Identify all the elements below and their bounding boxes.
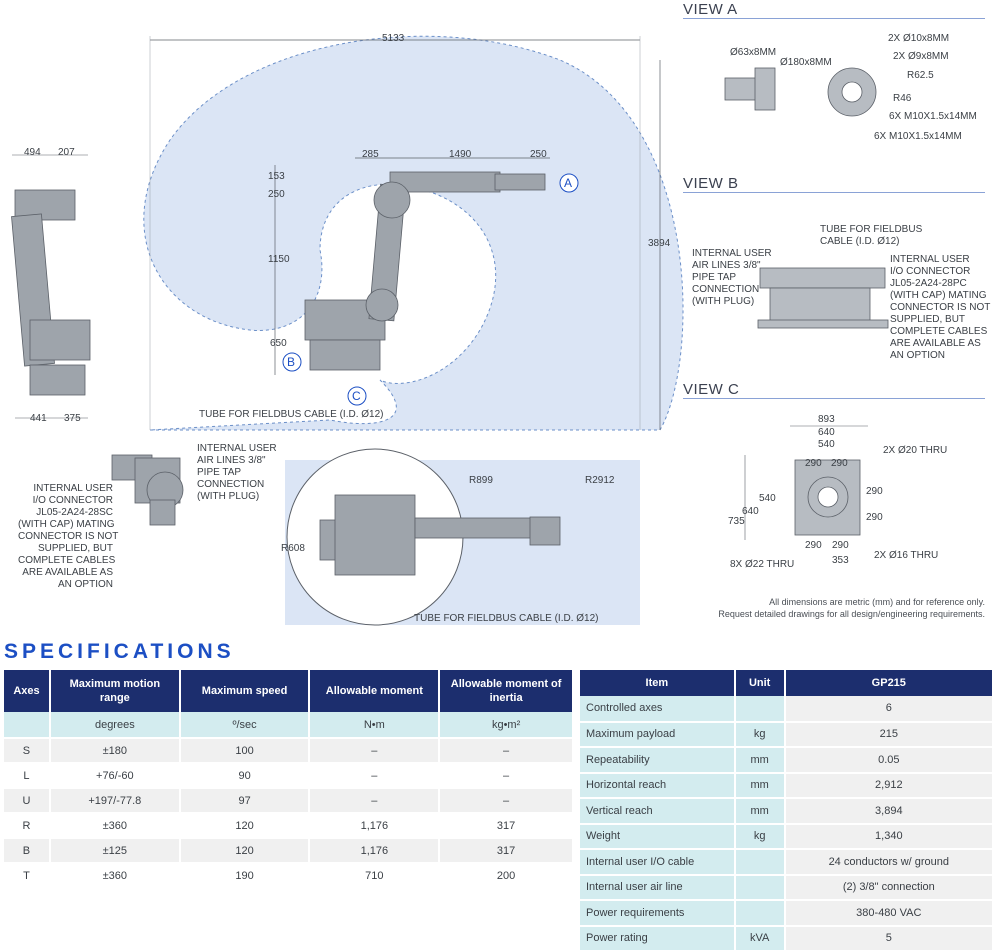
table-row: Power requirements 380-480 VAC [580, 900, 995, 927]
top-view-dim: R899 [469, 475, 493, 486]
top-view-dim: R608 [281, 543, 305, 554]
marker-a: A [564, 176, 573, 190]
robot-top [319, 494, 561, 576]
view-c-dim: 540 [818, 439, 835, 450]
view-c-dim: 735 [728, 516, 745, 527]
main-tube-label: TUBE FOR FIELDBUS CABLE (I.D. Ø12) [199, 409, 384, 420]
main-view-dim: 285 [362, 149, 379, 160]
side-view-dim: 375 [64, 413, 81, 424]
view-c-drawing [794, 459, 861, 536]
view-b-rule [683, 192, 985, 193]
table-row: Horizontal reach mm 2,912 [580, 772, 995, 799]
view-a-rule [683, 18, 985, 19]
table-row: Internal user air line (2) 3/8" connecti… [580, 874, 995, 901]
view-a-label: Ø180x8MM [780, 57, 832, 68]
table-row: Vertical reach mm 3,894 [580, 798, 995, 825]
view-c-dim: 353 [832, 555, 849, 566]
side-view-dim: 207 [58, 147, 75, 158]
table-row: L +76/-60 90 – – [4, 763, 574, 789]
view-a-label: 6X M10X1.5x14MM [889, 111, 977, 122]
unit-header: Unit [734, 670, 786, 696]
view-c-dim: 290 [831, 458, 848, 469]
view-c-dim: 8X Ø22 THRU [730, 559, 795, 570]
table-row: T ±360 190 710 200 [4, 863, 574, 889]
robot-side-main [304, 171, 546, 371]
marker-b: B [287, 355, 296, 369]
model-header: GP215 [784, 670, 995, 696]
item-table: Item Unit GP215 Controlled axes 6 Maximu… [580, 670, 995, 952]
footnote-line-1: All dimensions are metric (mm) and for r… [769, 597, 985, 607]
detail-io-label: INTERNAL USER I/O CONNECTOR JL05-2A24-28… [18, 483, 119, 590]
table-row: Maximum payload kg 215 [580, 721, 995, 748]
view-c-dim: 2X Ø20 THRU [883, 445, 948, 456]
view-a-label: 6X M10X1.5x14MM [874, 131, 962, 142]
view-c-dim: 2X Ø16 THRU [874, 550, 939, 561]
main-view-dim: 5133 [382, 33, 405, 44]
detail-air-label: INTERNAL USER AIR LINES 3/8" PIPE TAP CO… [197, 443, 277, 502]
side-view-dim: 494 [24, 147, 41, 158]
view-c-dim: 540 [759, 493, 776, 504]
view-c-dim: 290 [805, 458, 822, 469]
view-c-dim: 290 [866, 486, 883, 497]
main-view-dim: 1150 [268, 254, 290, 265]
table-row: U +197/-77.8 97 – – [4, 788, 574, 814]
view-a-title: VIEW A [683, 1, 738, 18]
axes-table: Axes Maximum motion range Maximum speed … [4, 670, 574, 889]
table-row: B ±125 120 1,176 317 [4, 838, 574, 864]
view-b-tube-label: TUBE FOR FIELDBUS CABLE (I.D. Ø12) [820, 224, 923, 247]
inertia-header: Allowable moment of inertia [439, 670, 574, 712]
view-b-air-label: INTERNAL USER AIR LINES 3/8" PIPE TAP CO… [692, 248, 772, 307]
side-view-dim: 441 [30, 413, 47, 424]
view-c-dim: 290 [866, 512, 883, 523]
main-view-dim: 250 [268, 189, 285, 200]
main-view-dim: 153 [268, 171, 285, 182]
main-view-dim: 650 [270, 338, 287, 349]
view-c-dim: 290 [832, 540, 849, 551]
view-a-label: R62.5 [907, 70, 934, 81]
view-c-dim: 640 [742, 506, 759, 517]
view-c-rule [683, 398, 985, 399]
speed-header: Maximum speed [179, 670, 311, 712]
view-a-label: 2X Ø10x8MM [888, 33, 950, 44]
top-tube-label: TUBE FOR FIELDBUS CABLE (I.D. Ø12) [414, 613, 599, 624]
main-view-dim: 1490 [449, 149, 472, 160]
view-c-dim: 640 [818, 427, 835, 438]
main-view-dim: 3894 [648, 238, 671, 249]
units-row: degrees º/sec N•m kg•m² [4, 712, 574, 739]
view-a-label: R46 [893, 93, 912, 104]
footnote-line-2: Request detailed drawings for all design… [718, 609, 985, 619]
table-row: S ±180 100 – – [4, 738, 574, 764]
table-row: Internal user I/O cable 24 conductors w/… [580, 849, 995, 876]
table-row: Controlled axes 6 [580, 696, 995, 723]
table-row: Repeatability mm 0.05 [580, 747, 995, 774]
moment-header: Allowable moment [309, 670, 441, 712]
view-b-io-label: INTERNAL USER I/O CONNECTOR JL05-2A24-28… [890, 254, 991, 361]
marker-c: C [352, 389, 361, 403]
top-view-dim: R2912 [585, 475, 615, 486]
robot-side-narrow [11, 189, 91, 396]
main-view-dim: 250 [530, 149, 547, 160]
technical-drawing [11, 35, 889, 626]
work-envelope-side [143, 35, 684, 431]
view-c-dim: 893 [818, 414, 835, 425]
motion-range-header: Maximum motion range [49, 670, 181, 712]
view-c-dim: 290 [805, 540, 822, 551]
view-c-title: VIEW C [683, 381, 740, 398]
view-a-label: Ø63x8MM [730, 47, 777, 58]
footnote: All dimensions are metric (mm) and for r… [660, 596, 985, 620]
view-b-drawing [757, 267, 889, 329]
table-row: Power rating kVA 5 [580, 925, 995, 952]
axes-header: Axes [4, 670, 51, 712]
specs-title: SPECIFICATIONS [4, 640, 235, 663]
view-b-title: VIEW B [683, 175, 739, 192]
table-row: Weight kg 1,340 [580, 823, 995, 850]
robot-detail [111, 454, 184, 526]
view-a-label: 2X Ø9x8MM [893, 51, 949, 62]
view-a-drawing [724, 67, 877, 117]
table-row: R ±360 120 1,176 317 [4, 813, 574, 839]
item-header: Item [580, 670, 736, 696]
